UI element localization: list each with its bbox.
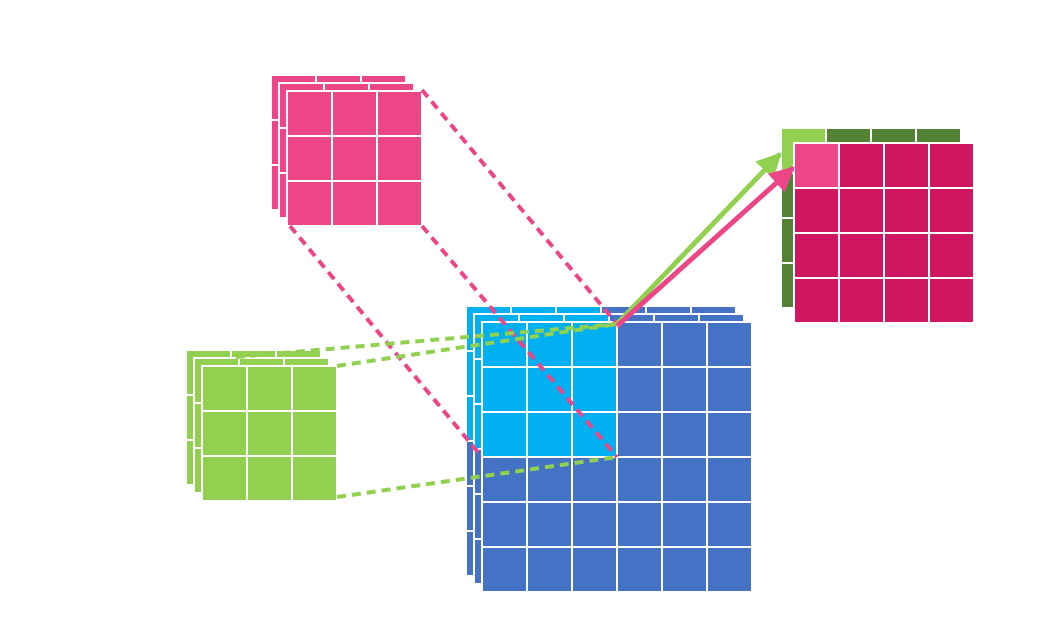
output-pink-cell xyxy=(928,187,975,234)
green-kernel-front-cell xyxy=(201,365,248,412)
output-pink-cell xyxy=(838,187,885,234)
input-front-cell xyxy=(526,321,573,368)
input-front-cell xyxy=(706,321,753,368)
input-front-cell xyxy=(616,456,663,503)
input-front-cell xyxy=(481,501,528,548)
green-kernel-front-cell xyxy=(246,365,293,412)
green-connector-back-top xyxy=(235,322,618,359)
input-front-cell xyxy=(571,546,618,593)
green-kernel-layer-front xyxy=(201,365,338,502)
green-kernel-front-cell xyxy=(291,410,338,457)
input-front-cell xyxy=(661,501,708,548)
input-front-cell xyxy=(706,501,753,548)
green-connector-bottom-right xyxy=(336,455,618,499)
pink-kernel-projection xyxy=(288,88,619,459)
output-pink-cell xyxy=(793,187,840,234)
input-front-cell xyxy=(526,366,573,413)
pink-connector-top-right xyxy=(420,88,619,326)
pink-kernel-front-cell xyxy=(331,90,378,137)
input-front-cell xyxy=(616,501,663,548)
green-kernel-front-cell xyxy=(291,455,338,502)
input-front-cell xyxy=(706,456,753,503)
output-pink-cell xyxy=(928,232,975,279)
output-pink-cell xyxy=(883,142,930,189)
pink-kernel-front-cell xyxy=(376,135,423,182)
pink-kernel-front-cell xyxy=(286,180,333,227)
pink-connector-bottom-left xyxy=(288,224,484,459)
pink-output-arrow xyxy=(615,166,795,328)
pink-kernel-front-cell xyxy=(286,135,333,182)
input-front-cell xyxy=(571,366,618,413)
input-front-cell xyxy=(661,546,708,593)
green-kernel-front-cell xyxy=(291,365,338,412)
green-kernel-front-cell xyxy=(246,455,293,502)
input-front-cell xyxy=(481,366,528,413)
input-front-cell xyxy=(571,501,618,548)
input-front-cell xyxy=(661,456,708,503)
output-pink-cell xyxy=(883,232,930,279)
input-front-cell xyxy=(526,411,573,458)
green-connector-top-right xyxy=(336,322,618,368)
output-pink-cell xyxy=(883,187,930,234)
input-front-cell xyxy=(616,546,663,593)
input-front-cell xyxy=(661,321,708,368)
output-pink-cell xyxy=(838,277,885,324)
output-pink-cell xyxy=(793,142,840,189)
pink-kernel-front-cell xyxy=(331,180,378,227)
input-front-cell xyxy=(481,411,528,458)
pink-connector-bottom-right xyxy=(420,224,619,459)
pink-kernel-front-cell xyxy=(376,90,423,137)
input-layer-front xyxy=(481,321,753,593)
input-front-cell xyxy=(616,321,663,368)
output-pink-cell xyxy=(838,232,885,279)
green-kernel-front-cell xyxy=(246,410,293,457)
input-front-cell xyxy=(706,411,753,458)
output-feature-map-pink xyxy=(793,142,975,324)
input-front-cell xyxy=(616,366,663,413)
input-front-cell xyxy=(661,411,708,458)
input-front-cell xyxy=(481,456,528,503)
output-pink-cell xyxy=(838,142,885,189)
input-front-cell xyxy=(706,546,753,593)
input-front-cell xyxy=(661,366,708,413)
output-pink-cell xyxy=(793,277,840,324)
output-pink-cell xyxy=(928,277,975,324)
output-pink-cell xyxy=(928,142,975,189)
green-kernel-front-cell xyxy=(201,410,248,457)
pink-kernel-front-cell xyxy=(286,90,333,137)
output-pink-cell xyxy=(793,232,840,279)
pink-kernel-front-cell xyxy=(331,135,378,182)
pink-kernel-layer-front xyxy=(286,90,423,227)
green-kernel-projection xyxy=(235,322,618,499)
pink-kernel-front-cell xyxy=(376,180,423,227)
input-front-cell xyxy=(616,411,663,458)
input-front-cell xyxy=(526,501,573,548)
input-front-cell xyxy=(706,366,753,413)
output-pink-cell xyxy=(883,277,930,324)
input-front-cell xyxy=(481,546,528,593)
green-kernel-front-cell xyxy=(201,455,248,502)
input-front-cell xyxy=(526,546,573,593)
green-output-arrow xyxy=(615,152,782,326)
